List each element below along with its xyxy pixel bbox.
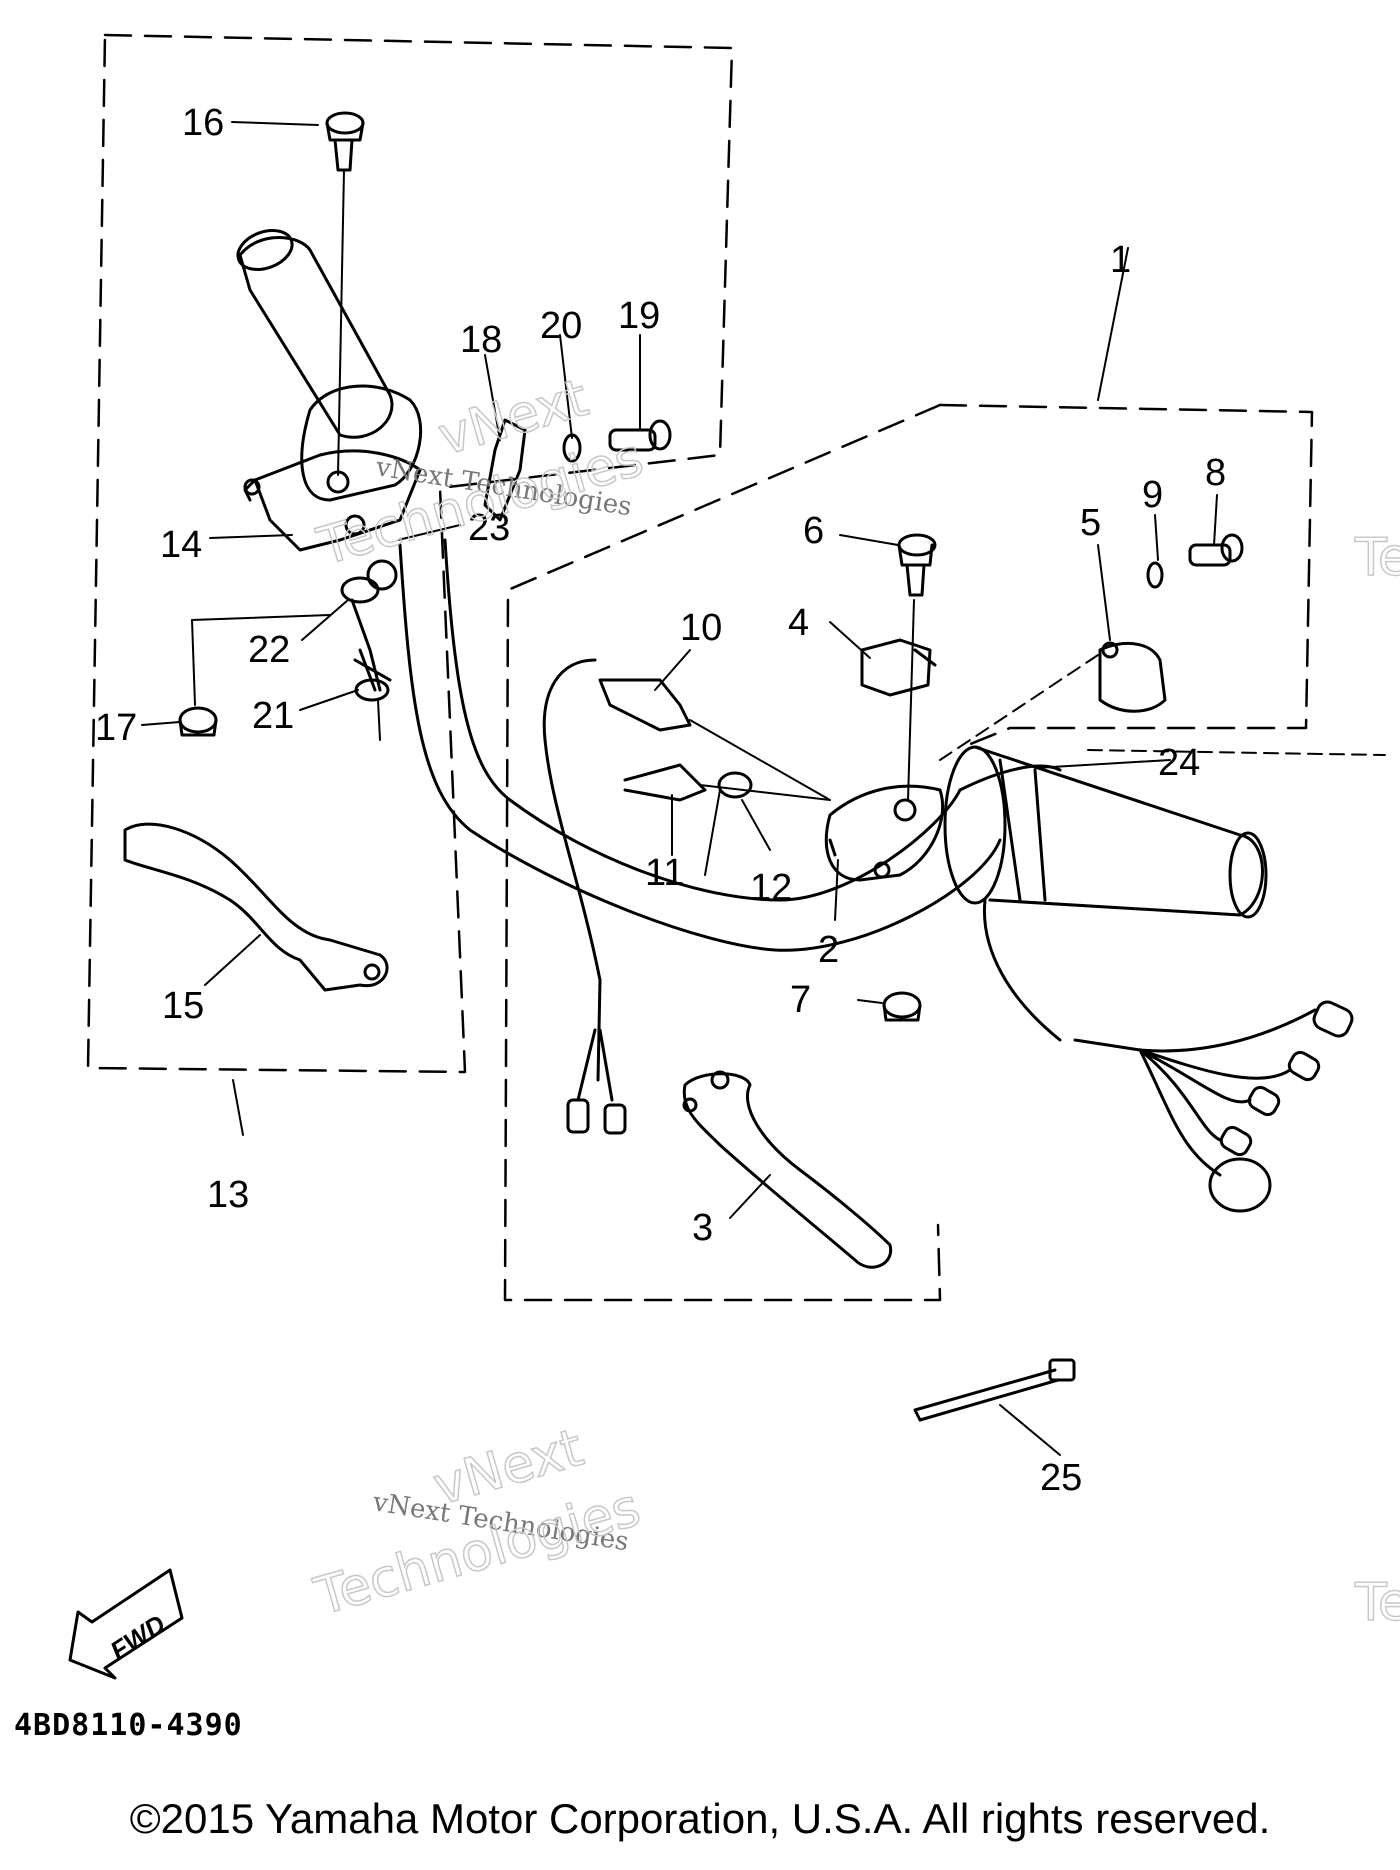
watermark-edge-2: Te	[1354, 1573, 1400, 1633]
diagram-part-number: 4BD8110-4390	[14, 1708, 243, 1743]
fwd-label: FWD	[105, 1608, 171, 1666]
cable-adjuster-21-22	[340, 576, 392, 741]
callout-16: 16	[182, 102, 224, 144]
callout-21: 21	[252, 695, 294, 737]
callout-6: 6	[803, 510, 824, 552]
callout-8: 8	[1205, 452, 1226, 494]
callout-15: 15	[162, 985, 204, 1027]
copyright-notice: ©2015 Yamaha Motor Corporation, U.S.A. A…	[129, 1795, 1271, 1842]
callout-10: 10	[680, 607, 722, 649]
callout-3: 3	[692, 1207, 713, 1249]
leader-lines	[141, 121, 1386, 1456]
left-grip	[236, 229, 423, 502]
callout-20: 20	[540, 305, 582, 347]
callout-12: 12	[750, 867, 792, 909]
callout-5: 5	[1080, 502, 1101, 544]
callout-7: 7	[790, 979, 811, 1021]
wire-harness	[982, 898, 1354, 1213]
right-grip-24	[943, 745, 1268, 919]
fwd-arrow-icon	[68, 1568, 184, 1680]
callout-13: 13	[207, 1174, 249, 1216]
callout-23: 23	[468, 507, 510, 549]
group-box-13	[86, 33, 734, 1074]
lever-15	[123, 822, 389, 992]
callout-17: 17	[95, 707, 137, 749]
bolt-16	[325, 111, 365, 476]
screw-8-washer-9	[1146, 533, 1244, 589]
callout-11: 11	[645, 852, 684, 894]
switch-4	[860, 638, 937, 697]
callout-14: 14	[160, 524, 202, 566]
callout-9: 9	[1142, 474, 1163, 516]
callout-25: 25	[1040, 1457, 1082, 1499]
handlebar	[398, 538, 1062, 1082]
bracket-2	[824, 784, 945, 882]
group-box-1	[503, 403, 1314, 1302]
callout-24: 24	[1158, 742, 1200, 784]
callout-19: 19	[618, 295, 660, 337]
adjuster-11-12	[623, 763, 831, 802]
connectors-left	[566, 1028, 627, 1135]
nut-7	[882, 991, 922, 1022]
callout-18: 18	[460, 319, 502, 361]
watermark-edge-1: Te	[1354, 528, 1400, 588]
watermarks: vNext Technologies vNext Technologies vN…	[307, 367, 1400, 1634]
callout-22: 22	[248, 629, 290, 671]
callout-2: 2	[818, 929, 839, 971]
clamp-5	[1098, 641, 1167, 713]
callout-labels: 1 2 3 4 5 6 7 8 9 10 11 12 13 14 15 16 1…	[95, 102, 1226, 1499]
callout-1: 1	[1110, 239, 1131, 281]
cable-tie-25	[913, 1358, 1076, 1422]
switch-10	[598, 678, 831, 801]
nut-17	[178, 706, 218, 737]
lever-3	[682, 1070, 893, 1269]
callout-4: 4	[788, 602, 809, 644]
